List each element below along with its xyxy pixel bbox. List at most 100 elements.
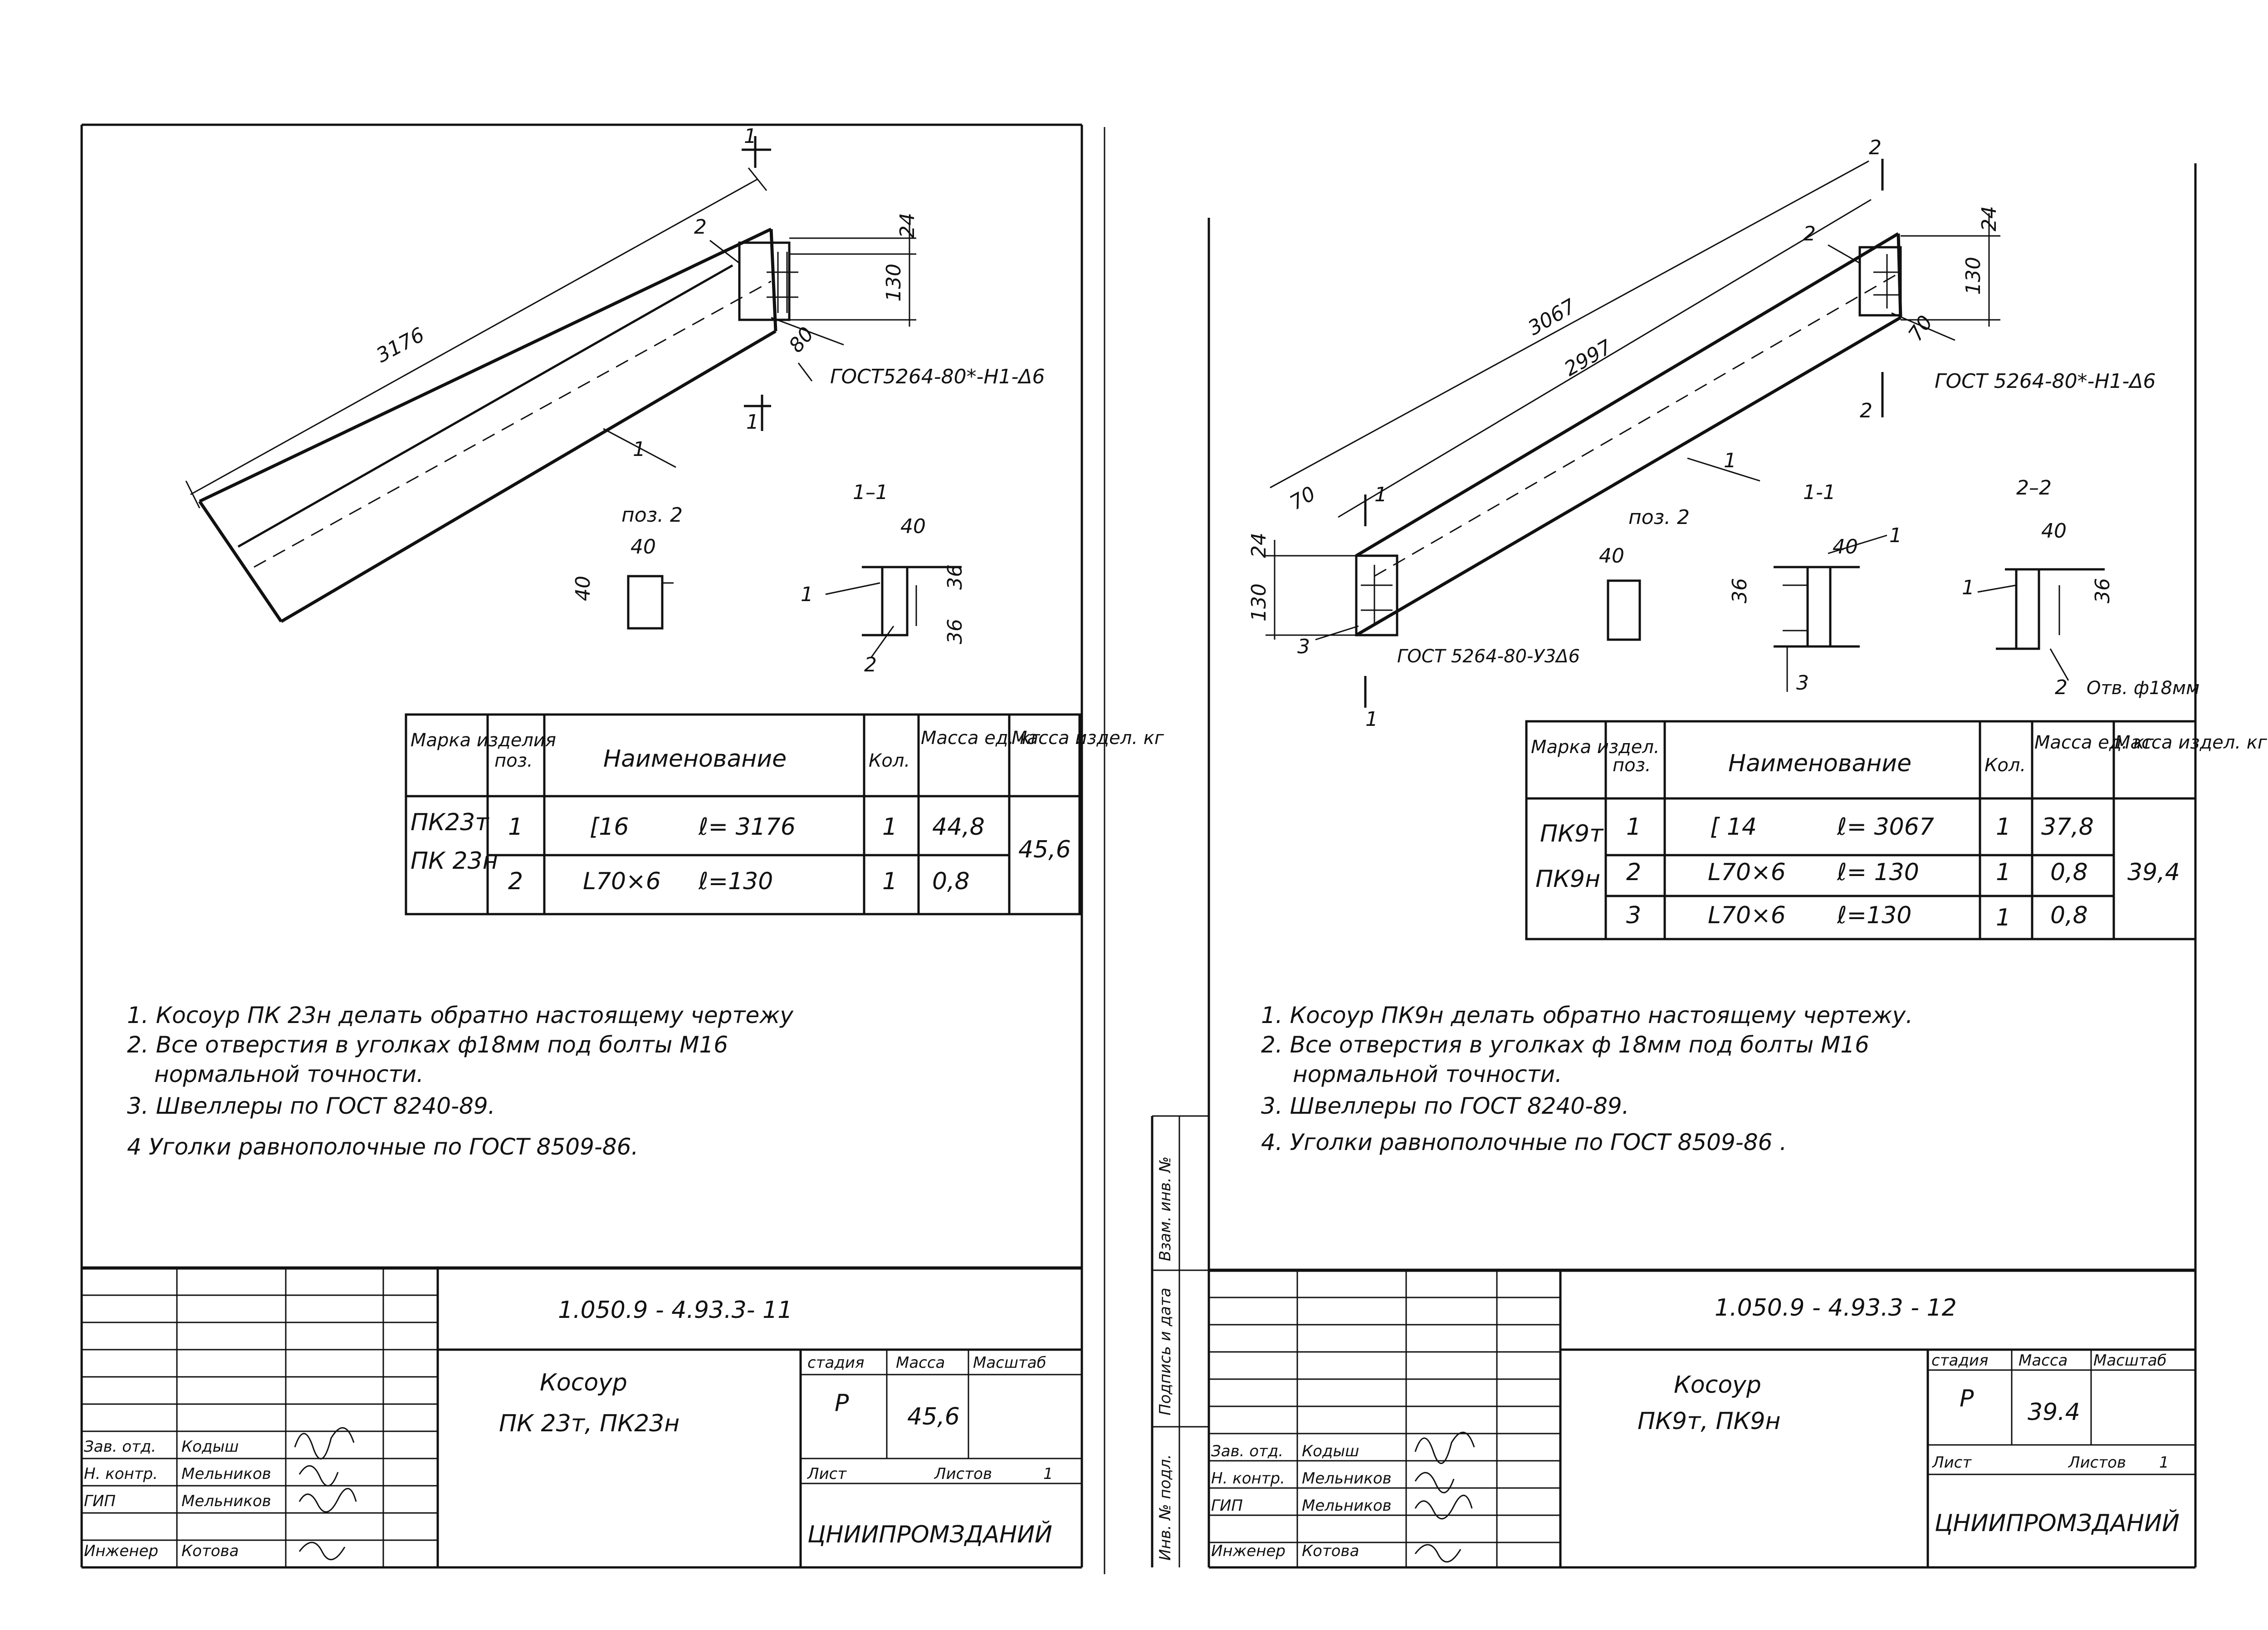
r-pos-2: 2 [1803,222,1816,245]
r-dim-inner [1338,199,1872,518]
dim-length-label: 3176 [372,323,428,367]
stringer-flange-line [237,264,733,548]
left-title-block: 1.050.9 - 4.93.3- 11 Косоур ПК 23т, ПК23… [82,1266,1082,1567]
left-name-1: Кодыш [181,1438,239,1456]
r-stringer-bottom-edge [1355,316,1901,637]
left-mark-2: ПК 23н [411,847,498,875]
right-th-mass-unit: Масса ед. кг [2034,732,2154,753]
right-name-3: Мельников [1302,1497,1392,1515]
r-section-2-2-title: 2–2 [2016,476,2052,499]
r-s22-dim-36: 36 [2091,578,2114,603]
r-s22-leader-2 [2049,648,2069,681]
r-pos2-title: поз. 2 [1628,506,1690,529]
right-r2-qty: 1 [1996,859,2011,886]
right-th-name: Наименование [1728,750,1911,777]
section-mark-bottom-label: 1 [746,411,759,434]
dim-line-length [190,178,758,495]
left-name-3: Мельников [181,1492,271,1510]
right-th-mass-total: Масса издел. кг [2115,732,2268,753]
left-note-4: 4 Уголки равнополочные по ГОСТ 8509-86. [127,1134,638,1160]
left-role-2: Н. контр. [84,1465,158,1483]
right-title-2: ПК9т, ПК9н [1637,1408,1781,1435]
r-stringer-axis [1374,271,1901,577]
left-section-1-1: 1–1 40 36 36 1 2 [801,481,967,676]
left-role-3: ГИП [84,1492,116,1510]
right-note-2: 2. Все отверстия в уголках ф 18мм под бо… [1261,1032,1869,1058]
right-title-block: 1.050.9 - 4.93.3 - 12 Косоур ПК9т, ПК9н … [1209,1268,2195,1567]
strip-label-1: Взам. инв. № [1156,1156,1174,1261]
right-r3-pos: 3 [1626,902,1641,929]
left-org: ЦНИИПРОМЗДАНИЙ [807,1521,1052,1548]
left-r2-length: ℓ=130 [698,868,773,895]
right-sheets-count: 1 [2159,1454,2169,1472]
r-section-2-mark-bottom: 2 [1860,399,1872,422]
r-s11-pos-1: 1 [1889,524,1902,547]
left-r2-mass: 0,8 [932,868,970,895]
right-org: ЦНИИПРОМЗДАНИЙ [1935,1509,2180,1537]
section-mark-top-label: 1 [744,125,757,148]
dim-24-label: 24 [896,213,919,238]
right-th-pos: поз. [1613,755,1651,776]
stringer-top-edge [199,227,772,503]
right-stage-label: стадия [1931,1351,1988,1370]
right-r1-qty: 1 [1996,813,2011,841]
r-dim-70-top: 70 [1904,311,1937,345]
left-th-qty: Кол. [869,750,910,771]
right-sheet-label: Лист [1931,1454,1972,1472]
right-r2-length: ℓ= 130 [1837,859,1919,886]
left-spec-table: Марка изделия поз. Наименование Кол. Мас… [405,713,1164,915]
r-s11-pos-3: 3 [1796,671,1809,695]
right-scale-label: Масштаб [2093,1351,2167,1370]
angle-plate-top [738,241,791,321]
right-name-1: Кодыш [1302,1442,1359,1460]
right-r1-length: ℓ= 3067 [1837,813,1934,841]
right-signature-4 [1414,1544,1461,1563]
left-th-mass-total: Масса издел. кг [1012,728,1164,749]
weld-note: ГОСТ5264-80*-Н1-Δ6 [830,365,1045,388]
left-r1-qty: 1 [882,813,897,841]
left-stringer-view: 3176 24 130 80 1 1 2 [185,125,1045,623]
right-notes: 1. Косоур ПК9н делать обратно настоящему… [1261,1002,1913,1155]
r-dim-130-left: 130 [1247,583,1271,622]
right-r3-length: ℓ=130 [1837,902,1911,929]
left-r2-qty: 1 [882,868,897,895]
right-doc-code: 1.050.9 - 4.93.3 - 12 [1715,1294,1957,1322]
left-doc-code: 1.050.9 - 4.93.3- 11 [558,1297,792,1324]
left-pos2-detail: поз. 2 40 40 [572,504,683,630]
left-sheets-label: Листов [934,1465,992,1483]
right-pos2-detail: поз. 2 40 [1599,506,1690,641]
left-role-4: Инженер [84,1542,158,1560]
r-pos-1: 1 [1724,449,1736,472]
r-leader-pos-3 [1315,625,1359,641]
right-stage: Р [1960,1385,1974,1412]
left-r1-profile: [16 [590,813,629,841]
left-mass-label: Масса [896,1354,945,1372]
right-spec-table: Марка издел. поз. Наименование Кол. Масс… [1525,720,2268,940]
right-sheet: Взам. инв. № Подпись и дата Инв. № подл.… [1151,136,2268,1569]
stringer-end-cut [198,500,283,622]
r-s11-dim-40: 40 [1833,535,1858,558]
r-section-2-mark-top: 2 [1869,136,1882,159]
r-s22-pos-2: 2 [2055,676,2068,699]
weld-leader [797,362,813,382]
section-1-1-title: 1–1 [853,481,888,504]
pos2-dim-40-top: 40 [631,535,656,558]
strip-label-3: Инв. № подл. [1156,1454,1174,1561]
left-signature-3 [298,1488,357,1513]
right-r3-mass: 0,8 [2050,902,2088,929]
r-dim-70-top-line [1891,312,1955,341]
r-leader-pos-1 [1687,457,1760,482]
leader-pos-2 [709,240,740,264]
r-leader-pos-2 [1828,244,1860,264]
r-dim-70-left: 70 [1286,482,1320,514]
r-dim-outer [1270,160,1869,489]
r-section-1-1-title: 1-1 [1803,481,1836,504]
right-r1-profile: [ 14 [1710,813,1757,841]
left-th-mass-unit: Масса ед. кг [921,728,1041,749]
stringer-top-cut [769,229,777,332]
right-role-4: Инженер [1211,1542,1286,1560]
section-leader-2 [870,626,894,658]
r-s22-dim-40: 40 [2041,519,2067,543]
r-section-1-mark-top: 1 [1374,483,1387,506]
right-role-1: Зав. отд. [1211,1442,1283,1460]
